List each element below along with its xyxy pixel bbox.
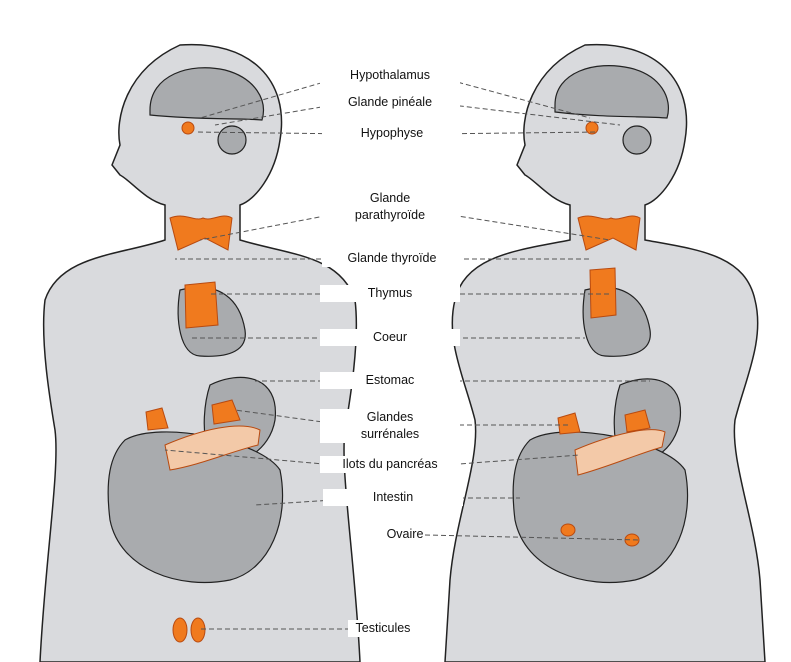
- female-brain: [554, 65, 669, 119]
- label-hypothalamus: Hypothalamus: [320, 67, 460, 84]
- female-pancreas: [574, 429, 666, 476]
- label-adrenal-line1: Glandes: [366, 410, 414, 424]
- label-thyroid: Glande thyroïde: [322, 250, 462, 267]
- label-pancreas-islets: Ilots du pancréas: [320, 456, 460, 473]
- label-intestine: Intestin: [323, 489, 463, 506]
- label-heart: Coeur: [320, 329, 460, 346]
- female-thymus: [589, 267, 617, 319]
- label-adrenal-line2: surrénales: [360, 427, 420, 441]
- label-stomach: Estomac: [320, 372, 460, 389]
- female-pituitary: [585, 121, 599, 135]
- label-testicles: Testicules: [348, 620, 418, 637]
- male-pancreas: [164, 425, 261, 471]
- label-parathyroid-line1: Glande: [369, 191, 411, 205]
- male-testicle-l: [172, 617, 188, 643]
- male-pituitary: [181, 121, 195, 135]
- male-testicle-r: [190, 617, 206, 643]
- male-brain: [149, 67, 264, 121]
- female-cerebellum: [622, 125, 652, 155]
- male-adrenal-l: [145, 407, 169, 431]
- female-thyroid: [577, 215, 641, 251]
- label-hypophyse: Hypophyse: [322, 125, 462, 142]
- label-adrenal-glands: Glandes surrénales: [320, 409, 460, 443]
- male-adrenal-r: [211, 399, 241, 425]
- label-thymus: Thymus: [320, 285, 460, 302]
- female-adrenal-l: [557, 412, 581, 435]
- label-ovary: Ovaire: [385, 526, 425, 543]
- female-ovary-l: [560, 523, 576, 537]
- label-pineal-gland: Glande pinéale: [320, 94, 460, 111]
- male-thyroid: [169, 215, 233, 251]
- male-thymus: [184, 281, 219, 329]
- label-parathyroid: Glande parathyroïde: [320, 190, 460, 224]
- female-adrenal-r: [624, 409, 651, 433]
- male-cerebellum: [217, 125, 247, 155]
- label-parathyroid-line2: parathyroïde: [354, 208, 426, 222]
